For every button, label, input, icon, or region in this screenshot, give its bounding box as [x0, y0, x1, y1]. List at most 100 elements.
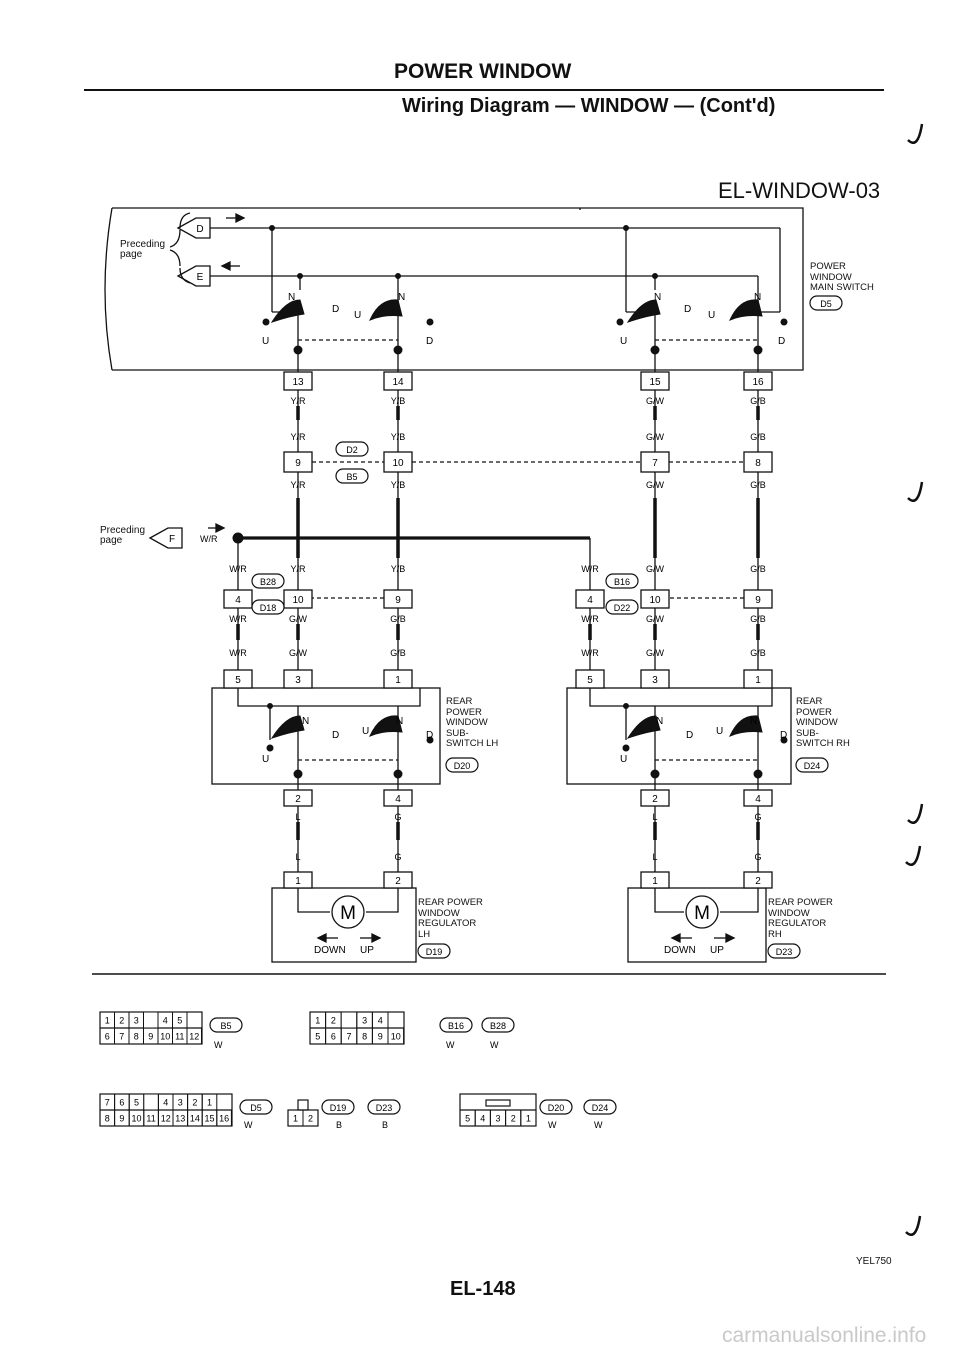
pos-n-2: N: [398, 292, 405, 303]
pos-n-7: N: [656, 716, 663, 727]
pos-d-4: D: [778, 336, 785, 347]
pos-n-8: N: [750, 716, 757, 727]
regulator-lh-line-2: WINDOW: [418, 907, 460, 919]
main-switch-label: POWER WINDOW MAIN SWITCH: [810, 261, 874, 294]
connector-cell-label: 9: [378, 1032, 383, 1042]
regulator-rh-label: REAR POWER WINDOW REGULATOR RH: [768, 897, 833, 940]
pin-subrh-2: 2: [652, 794, 658, 805]
code-sub-rh: D24: [804, 761, 821, 771]
pos-d-8: D: [780, 730, 787, 741]
wire-main-bot-3: G/W: [646, 480, 665, 490]
wire-motor-rh-4: G: [754, 852, 761, 862]
cv-color-b16: W: [446, 1040, 455, 1050]
connector-cell-label: 9: [148, 1032, 153, 1042]
switch-lever-6: [369, 715, 403, 737]
wire-rh-sub-2: G/W: [646, 648, 665, 658]
pin-reglh-2: 2: [395, 876, 401, 887]
pin-sublh-4: 4: [395, 794, 401, 805]
regulator-lh-line-1: REAR POWER: [418, 897, 483, 908]
pin-subrh-4: 4: [755, 794, 761, 805]
wire-main-bot-4: G/B: [750, 480, 766, 490]
sub-switch-lh-line-1: REAR: [446, 696, 473, 707]
pin-sublh-2: 2: [295, 794, 301, 805]
arrow-e-shape: [176, 265, 211, 287]
connector-cell-label: 10: [160, 1032, 170, 1042]
code-d2: D2: [346, 445, 358, 455]
pin-jrh-9: 9: [755, 595, 761, 606]
wire-f-label: W/R: [200, 534, 218, 544]
connector-cell-label: 8: [362, 1032, 367, 1042]
pin-sublh-5: 5: [235, 675, 241, 686]
pin-regrh-2: 2: [755, 876, 761, 887]
connector-cell: [143, 1093, 159, 1111]
connector-cell: [340, 1011, 358, 1029]
wire-rh-sub-1: W/R: [581, 648, 599, 658]
cv-code-d19: D19: [330, 1103, 347, 1113]
pin-subrh-3: 3: [652, 675, 658, 686]
cv-code-b16: B16: [448, 1021, 464, 1031]
page-title: POWER WINDOW: [394, 60, 572, 83]
cv-color-d20: W: [548, 1120, 557, 1130]
connector-cell-label: 2: [119, 1016, 124, 1026]
wire-motor-lh-2: G: [394, 812, 401, 822]
cv-code-d5: D5: [250, 1103, 262, 1113]
pos-d-3: D: [684, 304, 691, 315]
pos-d-2: D: [426, 336, 433, 347]
wire-lh-sub-2: G/W: [289, 648, 308, 658]
reg-rh-up: UP: [710, 945, 724, 956]
regulator-lh-line-4: LH: [418, 928, 431, 940]
sub-switch-rh-line-1: REAR: [796, 696, 823, 707]
cv-code-b28: B28: [490, 1021, 506, 1031]
pin-jlh-9: 9: [395, 595, 401, 606]
switch-lever-4: [729, 299, 763, 321]
connector-cell-label: 4: [163, 1016, 168, 1026]
pin-regrh-1: 1: [652, 876, 658, 887]
wire-lh-sub-3: G/B: [390, 648, 406, 658]
pos-d-1: D: [332, 304, 339, 315]
wire-main-top-2: Y/B: [391, 396, 406, 406]
connector-cell-label: 3: [178, 1098, 183, 1108]
connector-cell-label: 4: [378, 1016, 383, 1026]
watermark: carmanualsonline.info: [722, 1324, 927, 1347]
wire-motor-lh-3: L: [295, 852, 300, 862]
regulator-rh-line-2: WINDOW: [768, 907, 810, 919]
pin-jlh-4: 4: [235, 595, 241, 606]
code-reg-lh: D19: [426, 947, 443, 957]
wire-motor-rh-2: G: [754, 812, 761, 822]
pin-main-16: 16: [752, 377, 764, 388]
sub-switch-lh-line-3: WINDOW: [446, 717, 488, 728]
code-b5: B5: [346, 472, 357, 482]
sub-switch-lh-line-2: POWER: [446, 706, 482, 718]
pos-d-7: D: [686, 730, 693, 741]
main-switch-line-1: POWER: [810, 261, 846, 272]
ref-d-label: D: [196, 224, 203, 235]
cv-code-b5: B5: [220, 1021, 231, 1031]
code-d18: D18: [260, 603, 277, 613]
motor-rh-letter: M: [694, 903, 710, 924]
pos-n-3: N: [654, 292, 661, 303]
connector-cell-label: 1: [526, 1114, 531, 1124]
sub-switch-rh-line-5: SWITCH RH: [796, 738, 850, 749]
pos-n-6: N: [396, 716, 403, 727]
connector-cell-label: 7: [119, 1032, 124, 1042]
code-reg-rh: D23: [776, 947, 793, 957]
connector-cell-label: 3: [362, 1016, 367, 1026]
connector-cell-label: 3: [134, 1016, 139, 1026]
main-switch-line-2: WINDOW: [810, 271, 852, 283]
connector-cell-label: 3: [495, 1114, 500, 1124]
preceding-brace: [104, 207, 113, 371]
connector-cell-label: 15: [204, 1114, 214, 1124]
cv-code-d24: D24: [592, 1103, 609, 1113]
connector-cell-label: 16: [219, 1114, 229, 1124]
connector-cell-label: 8: [105, 1114, 110, 1124]
sub-switch-rh-line-3: WINDOW: [796, 717, 838, 728]
pos-n-4: N: [754, 292, 761, 303]
connector-cell: [186, 1027, 202, 1045]
pin-main-15: 15: [649, 377, 661, 388]
pin-joint1-8: 8: [755, 458, 761, 469]
wire-main-mid-2: Y/B: [391, 432, 406, 442]
pin-jlh-10: 10: [292, 595, 304, 606]
code-b16: B16: [614, 577, 630, 587]
reg-rh-down: DOWN: [664, 945, 696, 956]
switch-lever-7: [626, 715, 661, 739]
